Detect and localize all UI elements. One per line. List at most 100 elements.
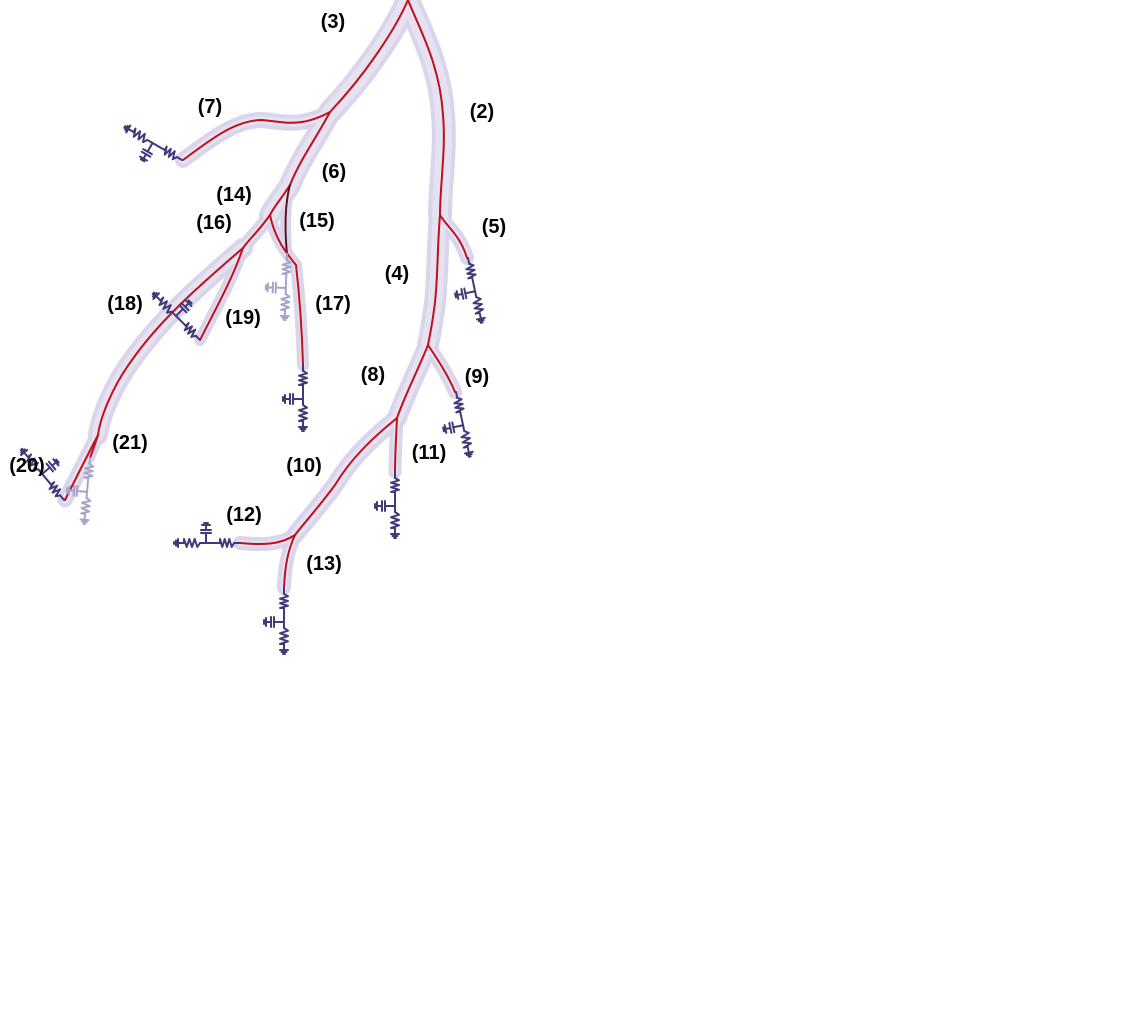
resistor-icon (298, 370, 308, 386)
ground-icon (184, 299, 193, 308)
vessel-core-2 (400, 0, 452, 223)
centerline-15 (269, 214, 297, 266)
resistor-icon (390, 477, 400, 493)
ground-icon (279, 314, 290, 321)
resistor-icon (390, 511, 400, 529)
segment-label-17: (17) (315, 293, 351, 315)
resistor-icon (219, 538, 235, 548)
centerline-13 (283, 534, 296, 589)
centerline-16 (242, 214, 271, 249)
segment-label-9: (9) (465, 366, 489, 388)
resistor-icon (453, 396, 465, 414)
lead-wire (175, 156, 183, 161)
segment-label-5: (5) (482, 216, 506, 238)
ground-icon (454, 290, 464, 300)
ground-icon (282, 394, 291, 404)
ground-icon (79, 518, 90, 525)
segment-label-3: (3) (321, 11, 345, 33)
segment-label-11: (11) (412, 442, 446, 464)
resistor-icon (279, 627, 289, 645)
ground-icon (173, 538, 179, 548)
lead-wire (174, 314, 187, 327)
resistor-icon (80, 496, 92, 515)
segment-label-4: (4) (385, 263, 409, 285)
segment-label-6: (6) (322, 161, 346, 183)
resistor-icon (279, 593, 289, 609)
ground-icon (263, 617, 272, 627)
segment-label-7: (7) (198, 96, 222, 118)
centerline-9 (427, 344, 456, 393)
lead-wire (471, 276, 477, 293)
centerline-14 (284, 184, 291, 255)
lead-wire (127, 128, 135, 133)
resistor-icon (48, 481, 62, 498)
centerline-12 (239, 534, 296, 545)
lead-wire (86, 476, 90, 493)
outlet-15-rcr-circuit-icon (264, 253, 292, 321)
cap-lead (147, 142, 154, 152)
segment-labels: (2)(3)(4)(5)(6)(7)(8)(9)(10)(11)(12)(13)… (9, 11, 506, 575)
ground-icon (298, 426, 308, 432)
centerline-21 (89, 434, 99, 459)
cap-lead (453, 424, 465, 429)
outlet-5-rcr-circuit-icon (454, 257, 486, 324)
ground-icon (463, 450, 474, 458)
segment-label-2: (2) (470, 101, 494, 123)
outlet-19-rcr-circuit-icon (151, 291, 201, 341)
resistor-icon (280, 292, 291, 311)
centerline-8 (396, 344, 429, 419)
centerline-4 (427, 214, 441, 346)
outlet-21-rcr-circuit-icon (65, 457, 95, 525)
resistor-icon (25, 453, 40, 471)
ground-icon (374, 501, 383, 511)
segment-label-19: (19) (225, 307, 261, 329)
ground-icon (390, 533, 400, 539)
resistor-icon (163, 145, 178, 161)
ground-icon (19, 447, 29, 457)
lead-wire (41, 472, 53, 486)
cap-lead (41, 467, 51, 475)
resistor-icon (183, 538, 201, 548)
windkessel-outlets (19, 124, 486, 655)
segment-label-20: (20) (9, 455, 45, 477)
resistor-icon (465, 262, 477, 280)
capacitor-icon (140, 148, 153, 158)
resistor-icon (460, 430, 472, 449)
lead-wire (459, 410, 465, 427)
cap-lead (77, 490, 89, 493)
centerline-3 (329, 0, 409, 113)
ground-icon (442, 424, 452, 434)
cap-lead (174, 308, 184, 317)
segment-label-13: (13) (306, 553, 342, 575)
ground-icon (264, 282, 274, 293)
ground-icon (151, 291, 160, 300)
resistor-icon (183, 322, 197, 338)
resistor-icon (281, 258, 292, 275)
resistor-icon (132, 127, 149, 144)
ground-icon (279, 649, 289, 655)
outlet-12-rcr-circuit-icon (173, 522, 241, 548)
centerline-18 (97, 247, 244, 436)
centerline-10 (294, 417, 398, 536)
outlet-13-rcr-circuit-icon (263, 587, 289, 655)
segment-label-10: (10) (286, 455, 322, 477)
ground-icon (139, 153, 149, 163)
vessel-centerlines (64, 0, 468, 589)
cap-lead (465, 290, 477, 295)
lead-wire (466, 445, 470, 454)
lead-wire (151, 142, 166, 151)
centerline-2 (407, 0, 445, 216)
outlet-17-rcr-circuit-icon (282, 364, 308, 432)
resistor-icon (158, 296, 173, 314)
centerline-5 (439, 214, 468, 259)
outlet-7-rcr-circuit-icon (123, 124, 183, 163)
lead-wire (478, 311, 482, 320)
segment-label-12: (12) (226, 504, 262, 526)
segment-label-15: (15) (299, 210, 335, 232)
resistor-icon (472, 296, 484, 315)
outlet-9-rcr-circuit-icon (442, 391, 474, 458)
ground-icon (65, 485, 76, 496)
lead-wire (194, 334, 201, 341)
segment-label-18: (18) (107, 293, 143, 315)
